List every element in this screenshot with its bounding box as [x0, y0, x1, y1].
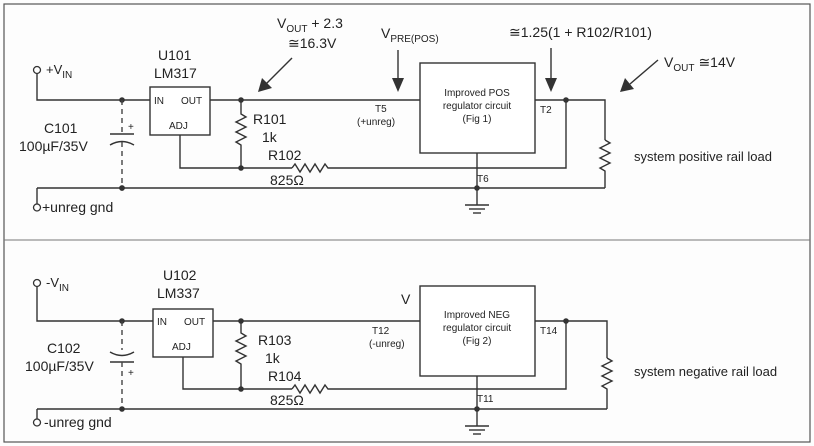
- r103-ref: R103: [258, 332, 292, 348]
- neg-load-resistor: [600, 357, 614, 409]
- resistor-r102: [291, 100, 567, 174]
- u102-pin-in: IN: [157, 317, 167, 328]
- ann-vout-value: ≅16.3V: [288, 35, 337, 51]
- negative-section: -VIN + C102 100µF/35V IN OUT ADJ U102 LM…: [25, 267, 777, 435]
- neg-v-label: V: [401, 291, 411, 307]
- vin-neg-terminal: [32, 278, 42, 288]
- cap-pos-plus: +: [128, 122, 134, 133]
- pos-t6-node: [474, 185, 480, 191]
- ann-vout-out: VOUT≅14V: [664, 54, 736, 74]
- pos-load-label: system positive rail load: [634, 149, 772, 164]
- pos-gnd-node-cap: [119, 185, 125, 191]
- positive-section: +VIN + C101 100µF/35V IN OUT ADJ U101 LM…: [19, 15, 772, 215]
- u102-pin-adj: ADJ: [172, 342, 191, 353]
- ann-arrow-vout-out: [620, 59, 659, 92]
- neg-load-label: system negative rail load: [634, 364, 777, 379]
- cap-pos-ref: C101: [44, 120, 78, 136]
- cap-neg-value: 100µF/35V: [25, 358, 94, 374]
- neg-output-node: [563, 318, 569, 324]
- pos-load-wire-top: [535, 99, 606, 140]
- ann-formula: ≅1.25(1 + R102/R101): [509, 24, 652, 40]
- ann-arrow-vpre: [392, 50, 404, 92]
- resistor-r101: [234, 100, 248, 168]
- ann-vout-plus: VOUT + 2.3: [277, 15, 343, 35]
- pos-term-t5-note: (+unreg): [357, 117, 395, 128]
- pos-circuit-line3: (Fig 1): [463, 114, 492, 125]
- r101-ref: R101: [253, 111, 287, 127]
- neg-term-t12: T12: [372, 326, 390, 337]
- vin-pos-terminal: [32, 65, 42, 75]
- neg-load-wire-top: [535, 320, 608, 358]
- vin-neg-wire: [36, 286, 153, 322]
- pos-term-t5: T5: [375, 104, 387, 115]
- improved-neg-regulator-box: [419, 285, 536, 377]
- resistor-r103: [234, 321, 248, 389]
- cap-neg-plus: +: [128, 368, 134, 379]
- pos-circuit-line1: Improved POS: [444, 88, 510, 99]
- vin-neg-label: -VIN: [46, 275, 69, 294]
- ann-arrow-formula: [545, 48, 557, 92]
- neg-t11-node: [474, 406, 480, 412]
- pos-gnd-terminal: [32, 203, 42, 212]
- neg-term-t12-note: (-unreg): [369, 339, 405, 350]
- r101-value: 1k: [262, 129, 278, 145]
- cap-pos-plate-bottom: [109, 140, 135, 146]
- neg-circuit-line3: (Fig 2): [463, 336, 492, 347]
- pos-circuit-line2: regulator circuit: [443, 101, 512, 112]
- adj-pos-wire: [179, 135, 292, 169]
- cap-neg-ref: C102: [47, 340, 81, 356]
- r102-value: 825Ω: [270, 172, 304, 188]
- vin-pos-label: +VIN: [46, 62, 72, 81]
- resistor-r104: [291, 321, 567, 395]
- u101-pin-out: OUT: [181, 96, 202, 107]
- neg-circuit-line1: Improved NEG: [444, 310, 510, 321]
- adj-neg-wire: [182, 357, 292, 390]
- improved-pos-regulator-box: [419, 62, 536, 154]
- neg-gnd-label: -unreg gnd: [44, 414, 112, 430]
- pos-term-t2: T2: [540, 105, 552, 116]
- u102-ref: U102: [163, 267, 197, 283]
- neg-circuit-line2: regulator circuit: [443, 323, 512, 334]
- pos-output-node: [563, 97, 569, 103]
- neg-gnd-terminal: [32, 418, 42, 427]
- u101-ref: U101: [158, 47, 192, 63]
- pos-earth-symbol: [465, 204, 489, 214]
- u102-part: LM337: [157, 285, 200, 301]
- regulator-u102: [152, 308, 214, 358]
- r103-value: 1k: [265, 350, 281, 366]
- r104-ref: R104: [268, 368, 302, 384]
- u101-pin-in: IN: [154, 96, 164, 107]
- r102-ref: R102: [268, 147, 302, 163]
- r104-value: 825Ω: [270, 392, 304, 408]
- neg-earth-symbol: [465, 425, 489, 435]
- diagram-frame: [3, 3, 811, 443]
- neg-term-t14: T14: [540, 326, 558, 337]
- u102-pin-out: OUT: [184, 317, 205, 328]
- ann-arrow-u101-output: [258, 57, 293, 92]
- u101-part: LM317: [154, 65, 197, 81]
- ann-vpre: VPRE(POS): [381, 25, 439, 45]
- u101-pin-adj: ADJ: [169, 121, 188, 132]
- cap-neg-plate-top: [109, 351, 135, 357]
- pos-gnd-label: +unreg gnd: [42, 199, 113, 215]
- cap-pos-value: 100µF/35V: [19, 138, 88, 154]
- pos-load-resistor: [598, 139, 612, 188]
- neg-term-t11: T11: [477, 394, 494, 405]
- vin-pos-wire: [36, 73, 150, 101]
- pos-term-t6: T6: [477, 174, 489, 185]
